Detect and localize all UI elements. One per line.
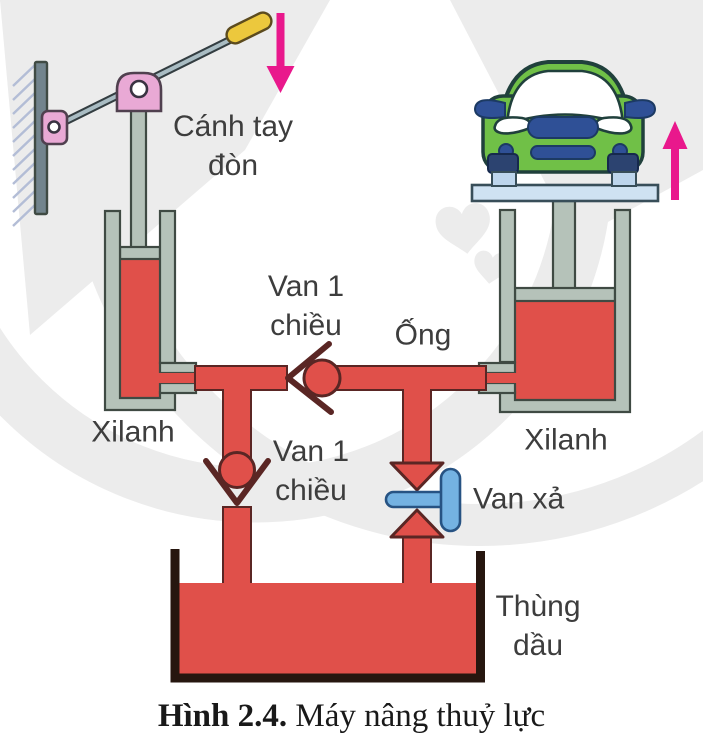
- release-valve-stem: [384, 490, 449, 509]
- car-headlight-left: [493, 116, 532, 135]
- label-release-valve: Van xả: [473, 482, 565, 516]
- cylinder-left-wall-upper: [158, 209, 177, 365]
- wall-bracket-pivot: [40, 109, 69, 146]
- check-valve-vertical: [203, 451, 271, 506]
- car-grille: [527, 116, 599, 139]
- oil-tank-outline: [170, 549, 485, 683]
- lever-handle: [225, 11, 273, 45]
- pipe-left-to-tank: [222, 506, 252, 596]
- car-mirror-left: [473, 99, 506, 119]
- car-windshield: [505, 69, 625, 126]
- outlet-stub-lower-left: [158, 381, 198, 395]
- check-valve-horizontal: [285, 341, 342, 415]
- force-down-arrow-icon: [266, 13, 295, 93]
- label-lever-arm: Cánh tay đòn: [172, 110, 294, 182]
- wall-mount: [12, 60, 49, 227]
- label-cylinder-right: Xilanh: [524, 423, 608, 457]
- oil-tank-fluid: [179, 583, 477, 674]
- label-pipe: Ống: [394, 318, 452, 352]
- wall-hatching-icon: [12, 63, 37, 227]
- oil-tank: [170, 549, 485, 683]
- figure-caption-number: Hình 2.4.: [157, 698, 288, 734]
- car-bumper: [530, 145, 596, 160]
- fluid-right: [515, 301, 615, 400]
- piston-rod-right: [551, 199, 577, 291]
- label-cylinder-left: Xilanh: [91, 415, 175, 449]
- outlet-stub-upper-left: [158, 361, 198, 375]
- lift-pad-left: [491, 171, 517, 187]
- label-oil-tank: Thùng dầu: [495, 590, 581, 662]
- inlet-nozzle-right: [481, 373, 525, 383]
- background-watermark-icon: [0, 0, 703, 546]
- label-check-valve-top: Van 1 chiều: [267, 270, 345, 342]
- cylinder-left: [103, 209, 198, 412]
- release-valve: [384, 461, 462, 539]
- label-check-valve-bottom: Van 1 chiều: [272, 435, 350, 507]
- cylinder-right-wall-upper: [498, 208, 517, 364]
- car-tire-left: [487, 153, 519, 174]
- figure-caption-title: Máy nâng thuỷ lực: [287, 698, 546, 734]
- check-valve-ball: [302, 358, 342, 398]
- release-valve-lower-cone: [389, 508, 445, 539]
- car-mirror-right: [624, 99, 657, 119]
- lift-platform: [470, 183, 660, 203]
- car-tire-right: [607, 153, 639, 174]
- release-valve-upper-cone: [389, 461, 445, 492]
- release-valve-handle: [439, 467, 462, 533]
- piston-left: [118, 245, 162, 261]
- check-valve-seat-icon: [285, 341, 334, 415]
- piston-rod-left: [129, 106, 148, 251]
- lift-pad-right: [611, 171, 637, 187]
- force-up-arrow-icon: [662, 121, 688, 200]
- car-headlight-right: [594, 116, 633, 135]
- outlet-nozzle-left: [152, 373, 198, 383]
- lever-assembly: [40, 11, 273, 146]
- piston-right: [513, 286, 617, 303]
- check-valve-seat-icon: [203, 458, 271, 506]
- check-valve-ball: [218, 451, 256, 489]
- car-icon: [473, 60, 657, 187]
- lever-fulcrum-block: [115, 71, 163, 113]
- cylinder-right: [470, 183, 660, 414]
- figure-caption: Hình 2.4. Máy nâng thuỷ lực: [0, 696, 703, 736]
